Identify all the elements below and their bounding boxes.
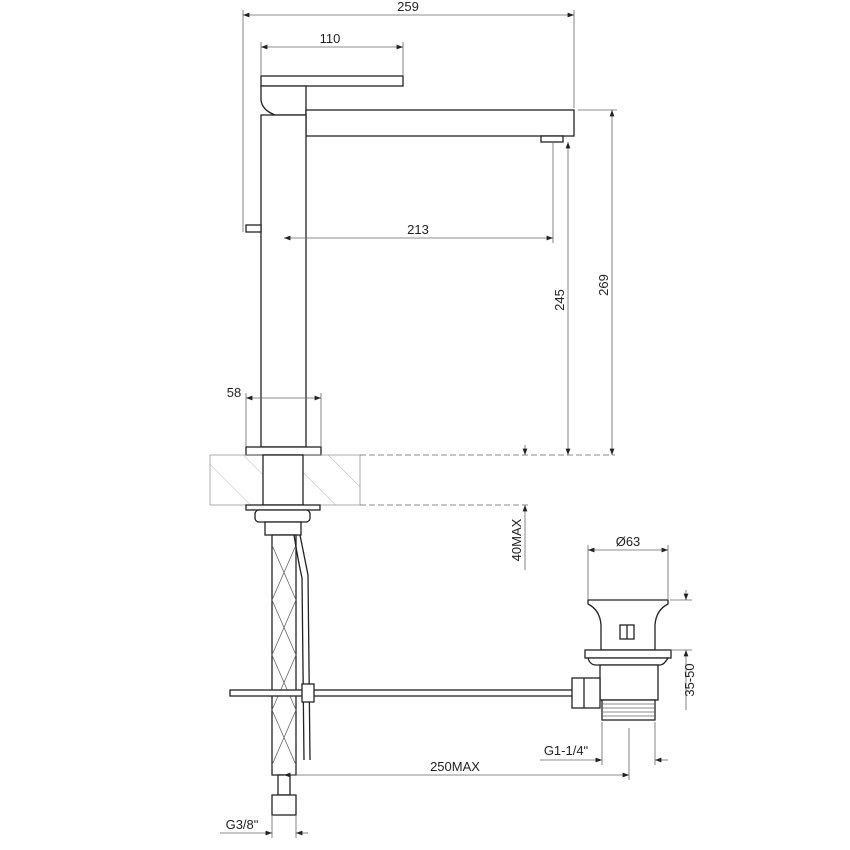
dim-spout-height: 245 [552,289,567,311]
dim-base-width: 58 [227,385,241,400]
dim-countertop-max: 40MAX [509,518,524,561]
dim-drain-height: 35-50 [682,663,697,696]
pop-up-drain [571,599,672,721]
dim-overall-width: 259 [397,0,419,14]
dim-lever-length: 110 [320,31,341,46]
dim-hose-thread: G3/8ʺ [226,817,259,832]
countertop-section [209,454,615,536]
supply-hoses [229,534,576,816]
dim-total-height: 269 [596,274,611,296]
dimension-lines [220,10,692,838]
dim-drain-thread: G1-1/4ʺ [544,743,589,758]
dim-spout-reach: 213 [407,222,429,237]
dim-drain-diameter: Ø63 [616,534,641,549]
faucet-body [245,75,575,456]
dim-rod-length: 250MAX [430,759,480,774]
